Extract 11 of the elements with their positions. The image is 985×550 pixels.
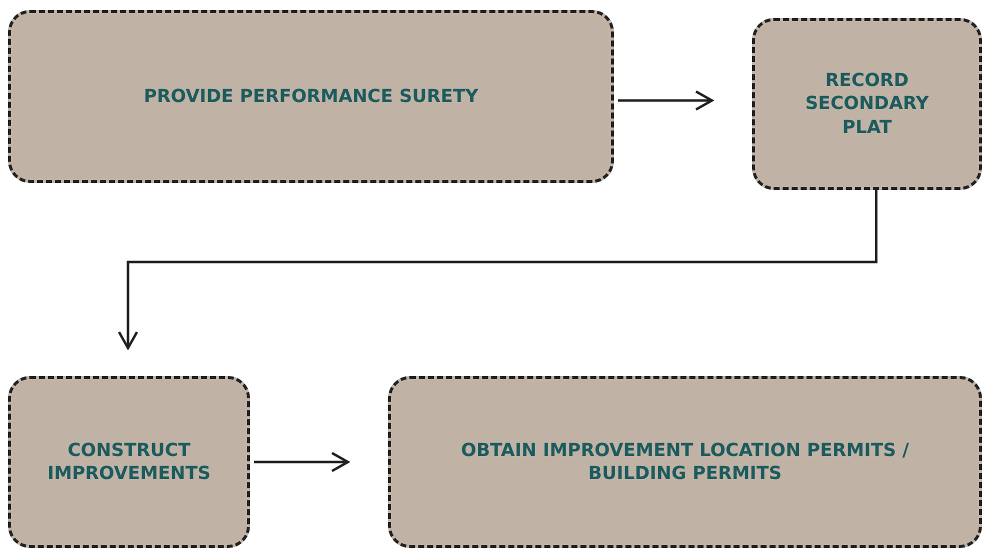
process-box <box>8 10 614 183</box>
step-label: RECORD SECONDARY PLAT <box>804 68 930 140</box>
arrow <box>618 90 714 111</box>
step-label: CONSTRUCT IMPROVEMENTS <box>46 438 212 486</box>
arrow <box>118 190 878 350</box>
process-box <box>752 18 982 190</box>
process-box <box>8 376 250 548</box>
arrow <box>254 452 350 472</box>
step-label: PROVIDE PERFORMANCE SURETY <box>144 84 478 108</box>
step-label: OBTAIN IMPROVEMENT LOCATION PERMITS / BUILDING PERMITS <box>460 438 910 486</box>
process-box <box>388 376 982 548</box>
